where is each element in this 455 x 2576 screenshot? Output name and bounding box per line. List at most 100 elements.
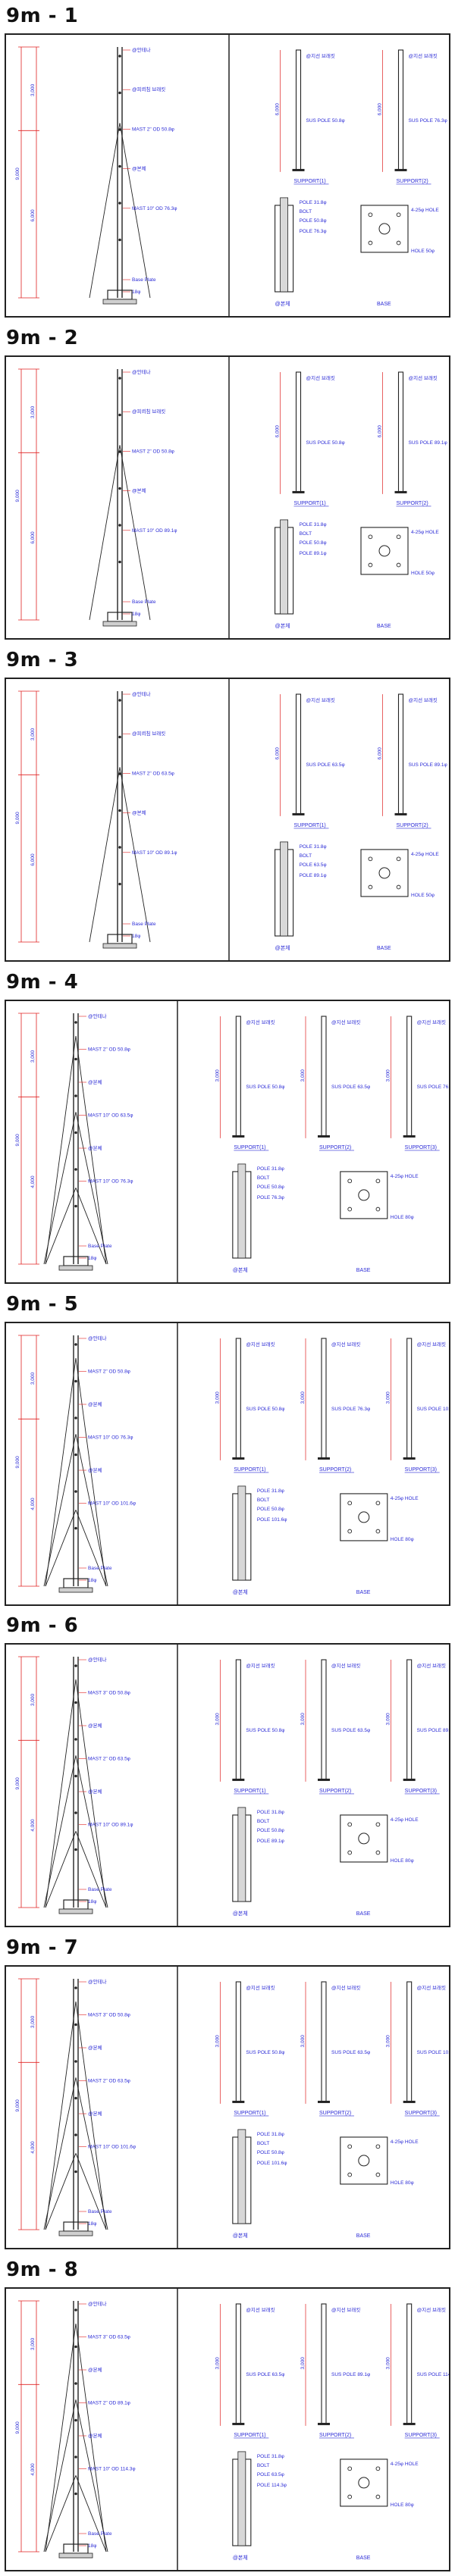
- dim-bottom: 6,000: [30, 209, 36, 222]
- detail-note: POLE 31.8φ: [300, 522, 327, 527]
- bolt-marker: [74, 2133, 77, 2136]
- bolt-hole: [368, 884, 373, 890]
- bolt-marker: [74, 2096, 77, 2100]
- bolt-marker: [74, 2418, 77, 2422]
- guy-wire: [119, 123, 151, 299]
- guy-wire: [89, 767, 121, 943]
- support-flange: [403, 2422, 416, 2425]
- guy-wire: [45, 1188, 77, 1265]
- support-flange: [318, 1457, 330, 1460]
- bolt-hole: [375, 1207, 381, 1212]
- bolt-marker: [118, 377, 121, 380]
- sheet-title: 9m - 3: [6, 649, 79, 671]
- dim-top: 3,000: [30, 406, 36, 419]
- elevation-label: @안테나: [88, 1656, 107, 1663]
- support-pole-spec: SUS POLE 89.1φ: [331, 2372, 370, 2377]
- bolt-hole: [368, 534, 373, 540]
- support-pole-spec: SUS POLE 63.5φ: [331, 2050, 370, 2055]
- foundation: [58, 1265, 93, 1271]
- foundation: [102, 621, 137, 627]
- dim-bottom: 4,000: [30, 1819, 36, 1832]
- support-caption: SUPPORT(1): [234, 2433, 265, 2438]
- support-dim-label: 3,000: [215, 2035, 220, 2048]
- bolt-marker: [74, 1057, 77, 1061]
- guy-wire: [75, 2077, 108, 2230]
- foundation: [58, 1587, 93, 1593]
- base-caption: BASE: [377, 624, 391, 629]
- guy-wire: [75, 2001, 107, 2230]
- bolt-marker: [118, 846, 121, 849]
- elevation-label: MAST 2" OD 63.5φ: [88, 2079, 130, 2084]
- elevation-label: MAST 10" OD 89.1φ: [88, 1823, 133, 1828]
- detail-pole: [237, 2129, 246, 2224]
- guy-wire: [75, 1755, 108, 1908]
- bolt-hole: [347, 1178, 353, 1184]
- bolt-hole: [375, 1850, 381, 1855]
- support-note: @지선 브래킷: [306, 52, 335, 59]
- base-plate-plan: [360, 205, 409, 253]
- guy-wire: [45, 1035, 77, 1265]
- guy-wire: [45, 2475, 77, 2553]
- center-hole: [358, 2155, 370, 2167]
- base-hole-note: 4-25φ HOLE: [391, 1174, 419, 1179]
- elevation-label: @안테나: [88, 1013, 107, 1019]
- bolt-marker: [74, 1416, 77, 1419]
- bolt-marker: [74, 2023, 77, 2027]
- bolt-hole: [347, 1501, 353, 1506]
- support-pole-spec: SUS POLE 101.6φ: [417, 1407, 449, 1412]
- support-dim-label: 3,000: [300, 1391, 306, 1404]
- guy-wire: [43, 1434, 77, 1587]
- support-flange: [318, 2422, 330, 2425]
- base-plate-plan: [340, 1814, 388, 1863]
- elevation-label: MAST 10" OD 63.5φ: [88, 1113, 133, 1119]
- dim-top: 3,000: [30, 1050, 36, 1063]
- support-flange: [232, 1457, 245, 1460]
- elevation-label: MAST 10" OD 114.3φ: [88, 2467, 136, 2472]
- support-caption: SUPPORT(2): [319, 1467, 351, 1473]
- support-dim-label: 3,000: [215, 1391, 220, 1404]
- bolt-marker: [74, 1664, 77, 1667]
- bolt-hole: [368, 562, 373, 568]
- elevation-label: @본체: [88, 2367, 102, 2373]
- elevation-label: 18φ: [88, 2543, 96, 2549]
- guy-wire: [89, 123, 121, 299]
- bolt-hole: [375, 1822, 381, 1827]
- support-caption: SUPPORT(3): [405, 2433, 437, 2438]
- support-pole: [406, 1016, 413, 1138]
- sheet-title: 9m - 2: [6, 327, 79, 349]
- elevation-label: MAST 3" OD 63.5φ: [88, 2335, 130, 2340]
- elevation-label: Base Plate: [88, 2209, 112, 2214]
- guy-wire: [45, 1510, 77, 1587]
- base-center-note: HOLE 80φ: [391, 1215, 414, 1220]
- support-note: @지선 브래킷: [246, 1984, 275, 1991]
- guy-wire: [43, 1112, 77, 1265]
- elevation-label: 18φ: [88, 2221, 96, 2227]
- elevation-label: @피뢰침 브래킷: [132, 86, 165, 92]
- support-flange: [292, 812, 305, 815]
- support-pole-spec: SUS POLE 50.8φ: [246, 1407, 284, 1412]
- detail-note: BOLT: [300, 853, 312, 859]
- bolt-hole: [396, 562, 401, 568]
- support-flange: [318, 1135, 330, 1138]
- bolt-hole: [347, 2172, 353, 2177]
- base-hole-note: 4-25φ HOLE: [411, 530, 439, 535]
- support-dim-label: 3,000: [386, 2357, 391, 2370]
- support-pole-spec: SUS POLE 89.1φ: [409, 440, 447, 446]
- detail-note: BOLT: [257, 1819, 270, 1824]
- support-note: @지선 브래킷: [246, 2306, 275, 2313]
- detail-note: POLE 89.1φ: [300, 873, 327, 878]
- detail-pole: [280, 519, 289, 615]
- guy-wire: [75, 1679, 107, 1908]
- bolt-marker: [74, 1204, 77, 1208]
- detail-note: POLE 101.6φ: [257, 1517, 287, 1523]
- dim-top: 3,000: [30, 1373, 36, 1385]
- elevation-label: @안테나: [132, 46, 151, 53]
- bolt-marker: [118, 487, 121, 490]
- elevation-label: @안테나: [132, 368, 151, 375]
